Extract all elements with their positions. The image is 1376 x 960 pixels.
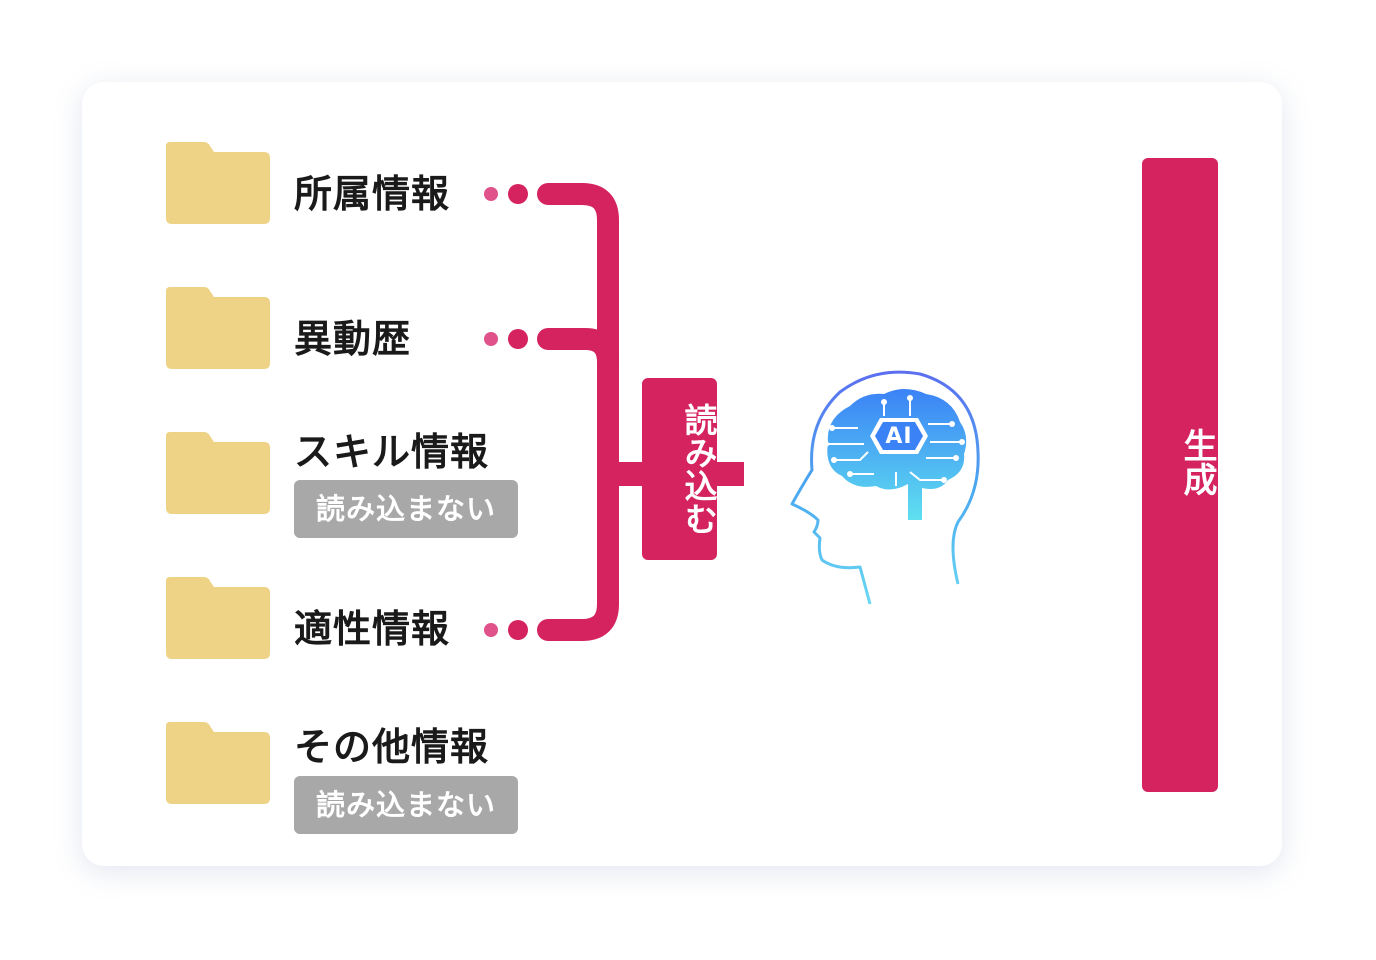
item-label-aptitude: 適性情報: [294, 607, 451, 651]
connector-dot: [484, 623, 498, 637]
read-step-label: 読み込む: [679, 403, 718, 535]
connector-dot: [508, 329, 528, 349]
connector-dot: [508, 184, 528, 204]
connector-dot: [484, 332, 498, 346]
item-label-skills: スキル情報: [294, 430, 490, 474]
item-label-transfer-history: 異動歴: [294, 317, 412, 361]
item-label-other: その他情報: [294, 725, 490, 769]
folder-icon: [166, 577, 270, 659]
ai-head-icon: [790, 370, 980, 605]
read-step-box: 読み込む: [642, 378, 718, 560]
folder-icon: [166, 432, 270, 514]
item-label-affiliation: 所属情報: [294, 172, 451, 216]
connector-dot: [484, 187, 498, 201]
ai-label: AI: [885, 424, 913, 449]
not-read-badge: 読み込まない: [294, 480, 518, 538]
folder-icon: [166, 287, 270, 369]
generate-step-label: 生成: [1177, 428, 1217, 496]
generate-step-bar: 生成: [1142, 158, 1218, 792]
connector-dot: [508, 620, 528, 640]
folder-icon: [166, 142, 270, 224]
not-read-badge: 読み込まない: [294, 776, 518, 834]
folder-icon: [166, 722, 270, 804]
